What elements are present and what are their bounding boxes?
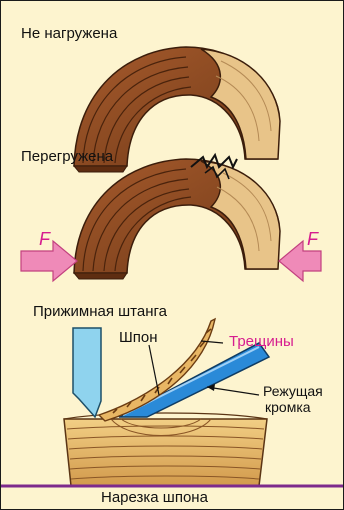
- pressure-bar: [73, 328, 101, 417]
- label-cutting-edge-2: кромка: [265, 399, 311, 415]
- label-cutting-edge-1: Режущая: [263, 383, 323, 399]
- label-cracks: Трещины: [229, 333, 294, 350]
- arch-overloaded: [74, 155, 280, 279]
- label-overloaded: Перегружена: [21, 148, 113, 165]
- caption-veneer-cutting: Нарезка шпона: [101, 489, 208, 506]
- wood-block: [64, 413, 267, 486]
- label-veneer: Шпон: [119, 329, 158, 346]
- label-force-left: F: [39, 229, 50, 249]
- label-force-right: F: [307, 229, 318, 249]
- label-pressure-bar: Прижимная штанга: [33, 303, 167, 320]
- label-unloaded: Не нагружена: [21, 25, 117, 42]
